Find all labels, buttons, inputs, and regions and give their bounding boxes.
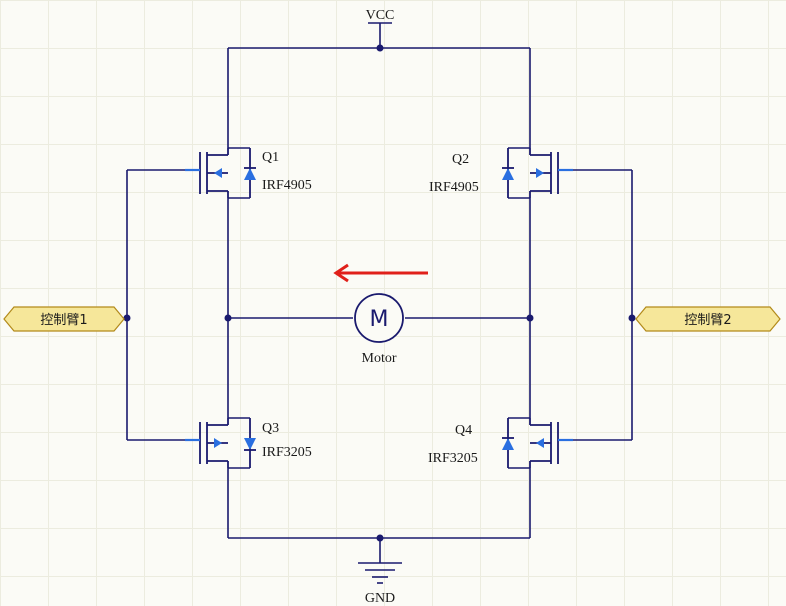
q3-ref: Q3 — [262, 421, 279, 436]
mosfet-q2: Q2 IRF4905 — [429, 147, 573, 199]
port-left-label: 控制臂1 — [40, 313, 87, 328]
right-mid-junction — [526, 314, 534, 322]
right-gate-junction — [628, 314, 636, 322]
motor-label: Motor — [362, 351, 397, 366]
q1-ref: Q1 — [262, 150, 279, 165]
mosfet-q4: Q4 IRF3205 — [428, 417, 573, 469]
q2-part: IRF4905 — [429, 180, 479, 195]
vcc-label: VCC — [366, 8, 395, 23]
q2-ref: Q2 — [452, 152, 469, 167]
motor-icon: M Motor — [354, 293, 404, 366]
ground-icon — [358, 538, 402, 584]
q4-part: IRF3205 — [428, 451, 478, 466]
port-right-label: 控制臂2 — [684, 313, 731, 328]
motor-symbol: M — [370, 307, 389, 332]
port-right: 控制臂2 — [635, 306, 781, 332]
q4-ref: Q4 — [455, 423, 472, 438]
mosfet-q3: Q3 IRF3205 — [185, 417, 312, 469]
left-mid-junction — [224, 314, 232, 322]
port-left: 控制臂1 — [3, 306, 125, 332]
q1-part: IRF4905 — [262, 178, 312, 193]
arrow-left-icon — [333, 263, 428, 283]
left-gate-junction — [123, 314, 131, 322]
vcc-junction — [376, 44, 384, 52]
mosfet-q1: Q1 IRF4905 — [185, 147, 312, 199]
q3-part: IRF3205 — [262, 445, 312, 460]
gnd-label: GND — [365, 591, 395, 606]
vcc-terminal: VCC — [366, 8, 395, 48]
